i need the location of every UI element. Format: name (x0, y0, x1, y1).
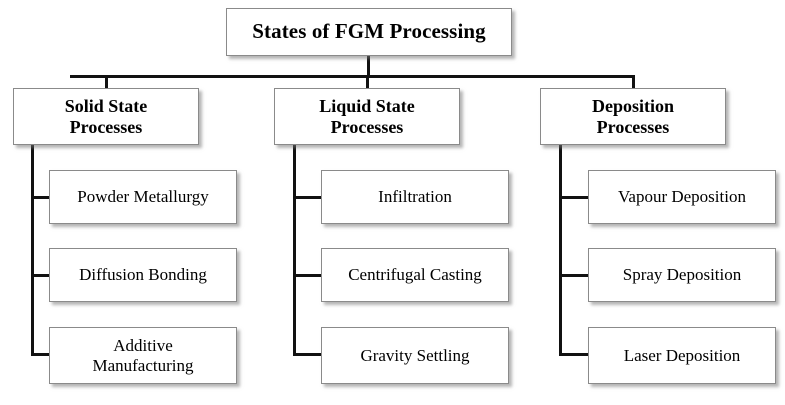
leaf-node-label: Laser Deposition (623, 345, 741, 365)
branch-node-liquid-state-processes[interactable]: Liquid State Processes (274, 88, 460, 145)
connector-stub-1-1 (293, 274, 322, 277)
connector-trunk-column-2 (559, 145, 562, 356)
connector-root-bus (70, 75, 634, 78)
connector-root-stem (367, 56, 370, 77)
leaf-node-label: Vapour Deposition (618, 187, 746, 207)
leaf-node-label: Gravity Settling (360, 345, 470, 365)
leaf-node-gravity-settling[interactable]: Gravity Settling (321, 327, 509, 384)
connector-stub-0-2 (31, 353, 50, 356)
branch-node-label: Liquid State Processes (319, 96, 415, 137)
leaf-node-infiltration[interactable]: Infiltration (321, 170, 509, 224)
leaf-node-diffusion-bonding[interactable]: Diffusion Bonding (49, 248, 237, 302)
leaf-node-label: Spray Deposition (622, 265, 742, 285)
leaf-node-laser-deposition[interactable]: Laser Deposition (588, 327, 776, 384)
branch-node-solid-state-processes[interactable]: Solid State Processes (13, 88, 199, 145)
branch-node-label: Deposition Processes (591, 96, 674, 137)
connector-stub-0-0 (31, 196, 50, 199)
connector-stub-2-2 (559, 353, 589, 356)
leaf-node-additive-manufacturing[interactable]: Additive Manufacturing (49, 327, 237, 384)
connector-stub-0-1 (31, 274, 50, 277)
connector-trunk-column-1 (293, 145, 296, 356)
leaf-node-spray-deposition[interactable]: Spray Deposition (588, 248, 776, 302)
leaf-node-label: Powder Metallurgy (77, 187, 209, 207)
leaf-node-label: Infiltration (378, 187, 452, 207)
leaf-node-vapour-deposition[interactable]: Vapour Deposition (588, 170, 776, 224)
connector-trunk-column-0 (31, 145, 34, 356)
connector-stub-2-0 (559, 196, 589, 199)
leaf-node-powder-metallurgy[interactable]: Powder Metallurgy (49, 170, 237, 224)
leaf-node-label: Diffusion Bonding (79, 265, 207, 285)
connector-stub-1-2 (293, 353, 322, 356)
leaf-node-label: Additive Manufacturing (92, 336, 194, 375)
branch-node-label: Solid State Processes (64, 96, 148, 137)
root-node-label: States of FGM Processing (252, 19, 486, 44)
connector-drop-branch-2 (632, 75, 635, 89)
connector-stub-2-1 (559, 274, 589, 277)
branch-node-deposition-processes[interactable]: Deposition Processes (540, 88, 726, 145)
leaf-node-label: Centrifugal Casting (348, 265, 482, 285)
connector-drop-branch-0 (105, 75, 108, 89)
connector-stub-1-0 (293, 196, 322, 199)
root-node-states-of-fgm-processing[interactable]: States of FGM Processing (226, 8, 512, 56)
connector-drop-branch-1 (366, 75, 369, 89)
leaf-node-centrifugal-casting[interactable]: Centrifugal Casting (321, 248, 509, 302)
